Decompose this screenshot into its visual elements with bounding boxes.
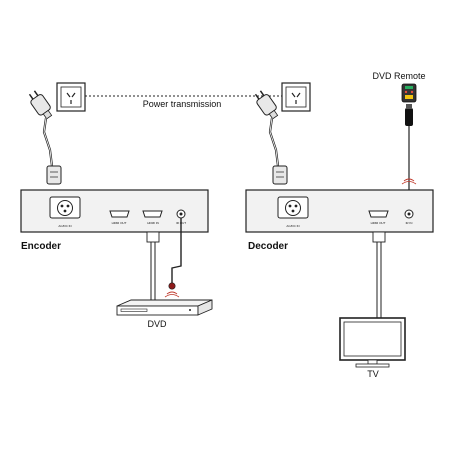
- dvd-player: [116, 299, 213, 316]
- power-transmission-label: Power transmission: [143, 99, 222, 109]
- decoder-hdmi-out-port: [368, 210, 389, 218]
- decoder-device: AC/DC IN HDMI OUT IR IN: [245, 189, 434, 233]
- right-power-cord: [254, 90, 288, 185]
- decoder-label: Decoder: [248, 241, 288, 252]
- hdmi-cable-to-tv: [372, 231, 386, 318]
- dvd-label: DVD: [147, 319, 167, 329]
- ir-receiver-cable: [401, 104, 417, 196]
- hdmi-cable-to-dvd: [146, 231, 160, 300]
- encoder-power-port: [49, 196, 81, 219]
- encoder-hdmi-in-label: HDMI IN: [147, 221, 159, 225]
- encoder-hdmi-in-port: [142, 210, 163, 218]
- left-power-cord: [28, 90, 62, 185]
- tv-screen: [339, 317, 406, 368]
- right-wall-socket: [281, 82, 311, 112]
- encoder-hdmi-out-label: HDMI OUT: [112, 221, 127, 225]
- tv-label: TV: [367, 369, 379, 379]
- ir-cable-to-dvd: [164, 218, 182, 298]
- decoder-power-port: [277, 196, 309, 219]
- decoder-hdmi-out-label: HDMI OUT: [371, 221, 386, 225]
- decoder-ir-label: IR IN: [406, 221, 413, 225]
- encoder-power-port-label: AC/DC IN: [58, 224, 71, 228]
- encoder-hdmi-out-port: [109, 210, 130, 218]
- encoder-device: AC/DC IN HDMI OUT HDMI IN IR OUT: [20, 189, 209, 233]
- encoder-label: Encoder: [21, 241, 61, 252]
- dvd-remote-label: DVD Remote: [372, 71, 425, 81]
- decoder-power-port-label: AC/DC IN: [286, 224, 299, 228]
- left-wall-socket: [56, 82, 86, 112]
- dvd-remote-icon: [401, 83, 417, 103]
- encoder-ir-port: [176, 209, 186, 219]
- decoder-ir-port: [404, 209, 414, 219]
